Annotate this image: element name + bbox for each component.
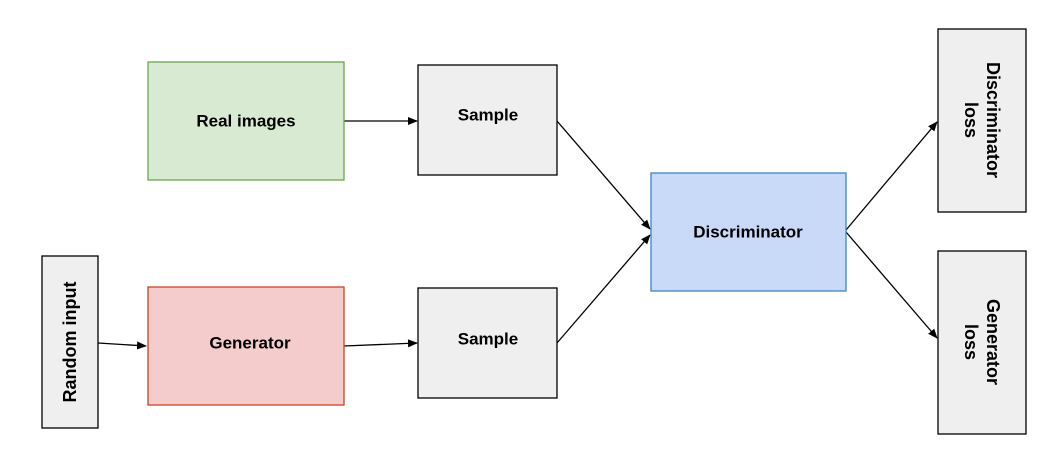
edge-generator-to-sample (343, 339, 418, 348)
edges (97, 117, 938, 350)
random-input-box (41, 255, 99, 429)
edge-sample-top-to-discriminator (556, 120, 651, 230)
discriminator-loss-label-line1: Discriminator (983, 62, 1003, 178)
discriminator-node: Discriminator (650, 172, 847, 292)
discriminator-loss-text-group: Discriminator loss (961, 62, 1003, 178)
generator-loss-node: Generator loss (937, 250, 1027, 435)
sample-bottom-label: Sample (458, 330, 518, 349)
sample-bottom-node: Sample (417, 287, 558, 399)
discriminator-loss-box (937, 28, 1027, 213)
edge-discriminator-to-discriminator-loss (845, 121, 938, 231)
sample-top-label: Sample (458, 106, 518, 125)
real-images-label: Real images (196, 112, 295, 131)
random-input-node: Random input (41, 255, 99, 429)
generator-loss-box (937, 250, 1027, 435)
discriminator-loss-label-line2: loss (961, 102, 981, 138)
generator-loss-label-line2: loss (961, 324, 981, 360)
generator-label: Generator (209, 334, 291, 353)
edge-sample-bottom-to-discriminator (556, 234, 651, 344)
random-input-label: Random input (60, 282, 80, 403)
real-images-box (147, 61, 345, 181)
generator-node: Generator (147, 286, 345, 406)
edge-random-input-to-generator (97, 341, 147, 350)
generator-box (147, 286, 345, 406)
sample-top-box (417, 64, 558, 176)
sample-top-node: Sample (417, 64, 558, 176)
discriminator-loss-node: Discriminator loss (937, 28, 1027, 213)
generator-loss-label-line1: Generator (983, 299, 1003, 385)
discriminator-label: Discriminator (693, 223, 803, 242)
real-images-node: Real images (147, 61, 345, 181)
generator-loss-text-group: Generator loss (961, 299, 1003, 385)
sample-bottom-box (417, 287, 558, 399)
discriminator-box (650, 172, 847, 292)
edge-discriminator-to-generator-loss (845, 231, 938, 339)
